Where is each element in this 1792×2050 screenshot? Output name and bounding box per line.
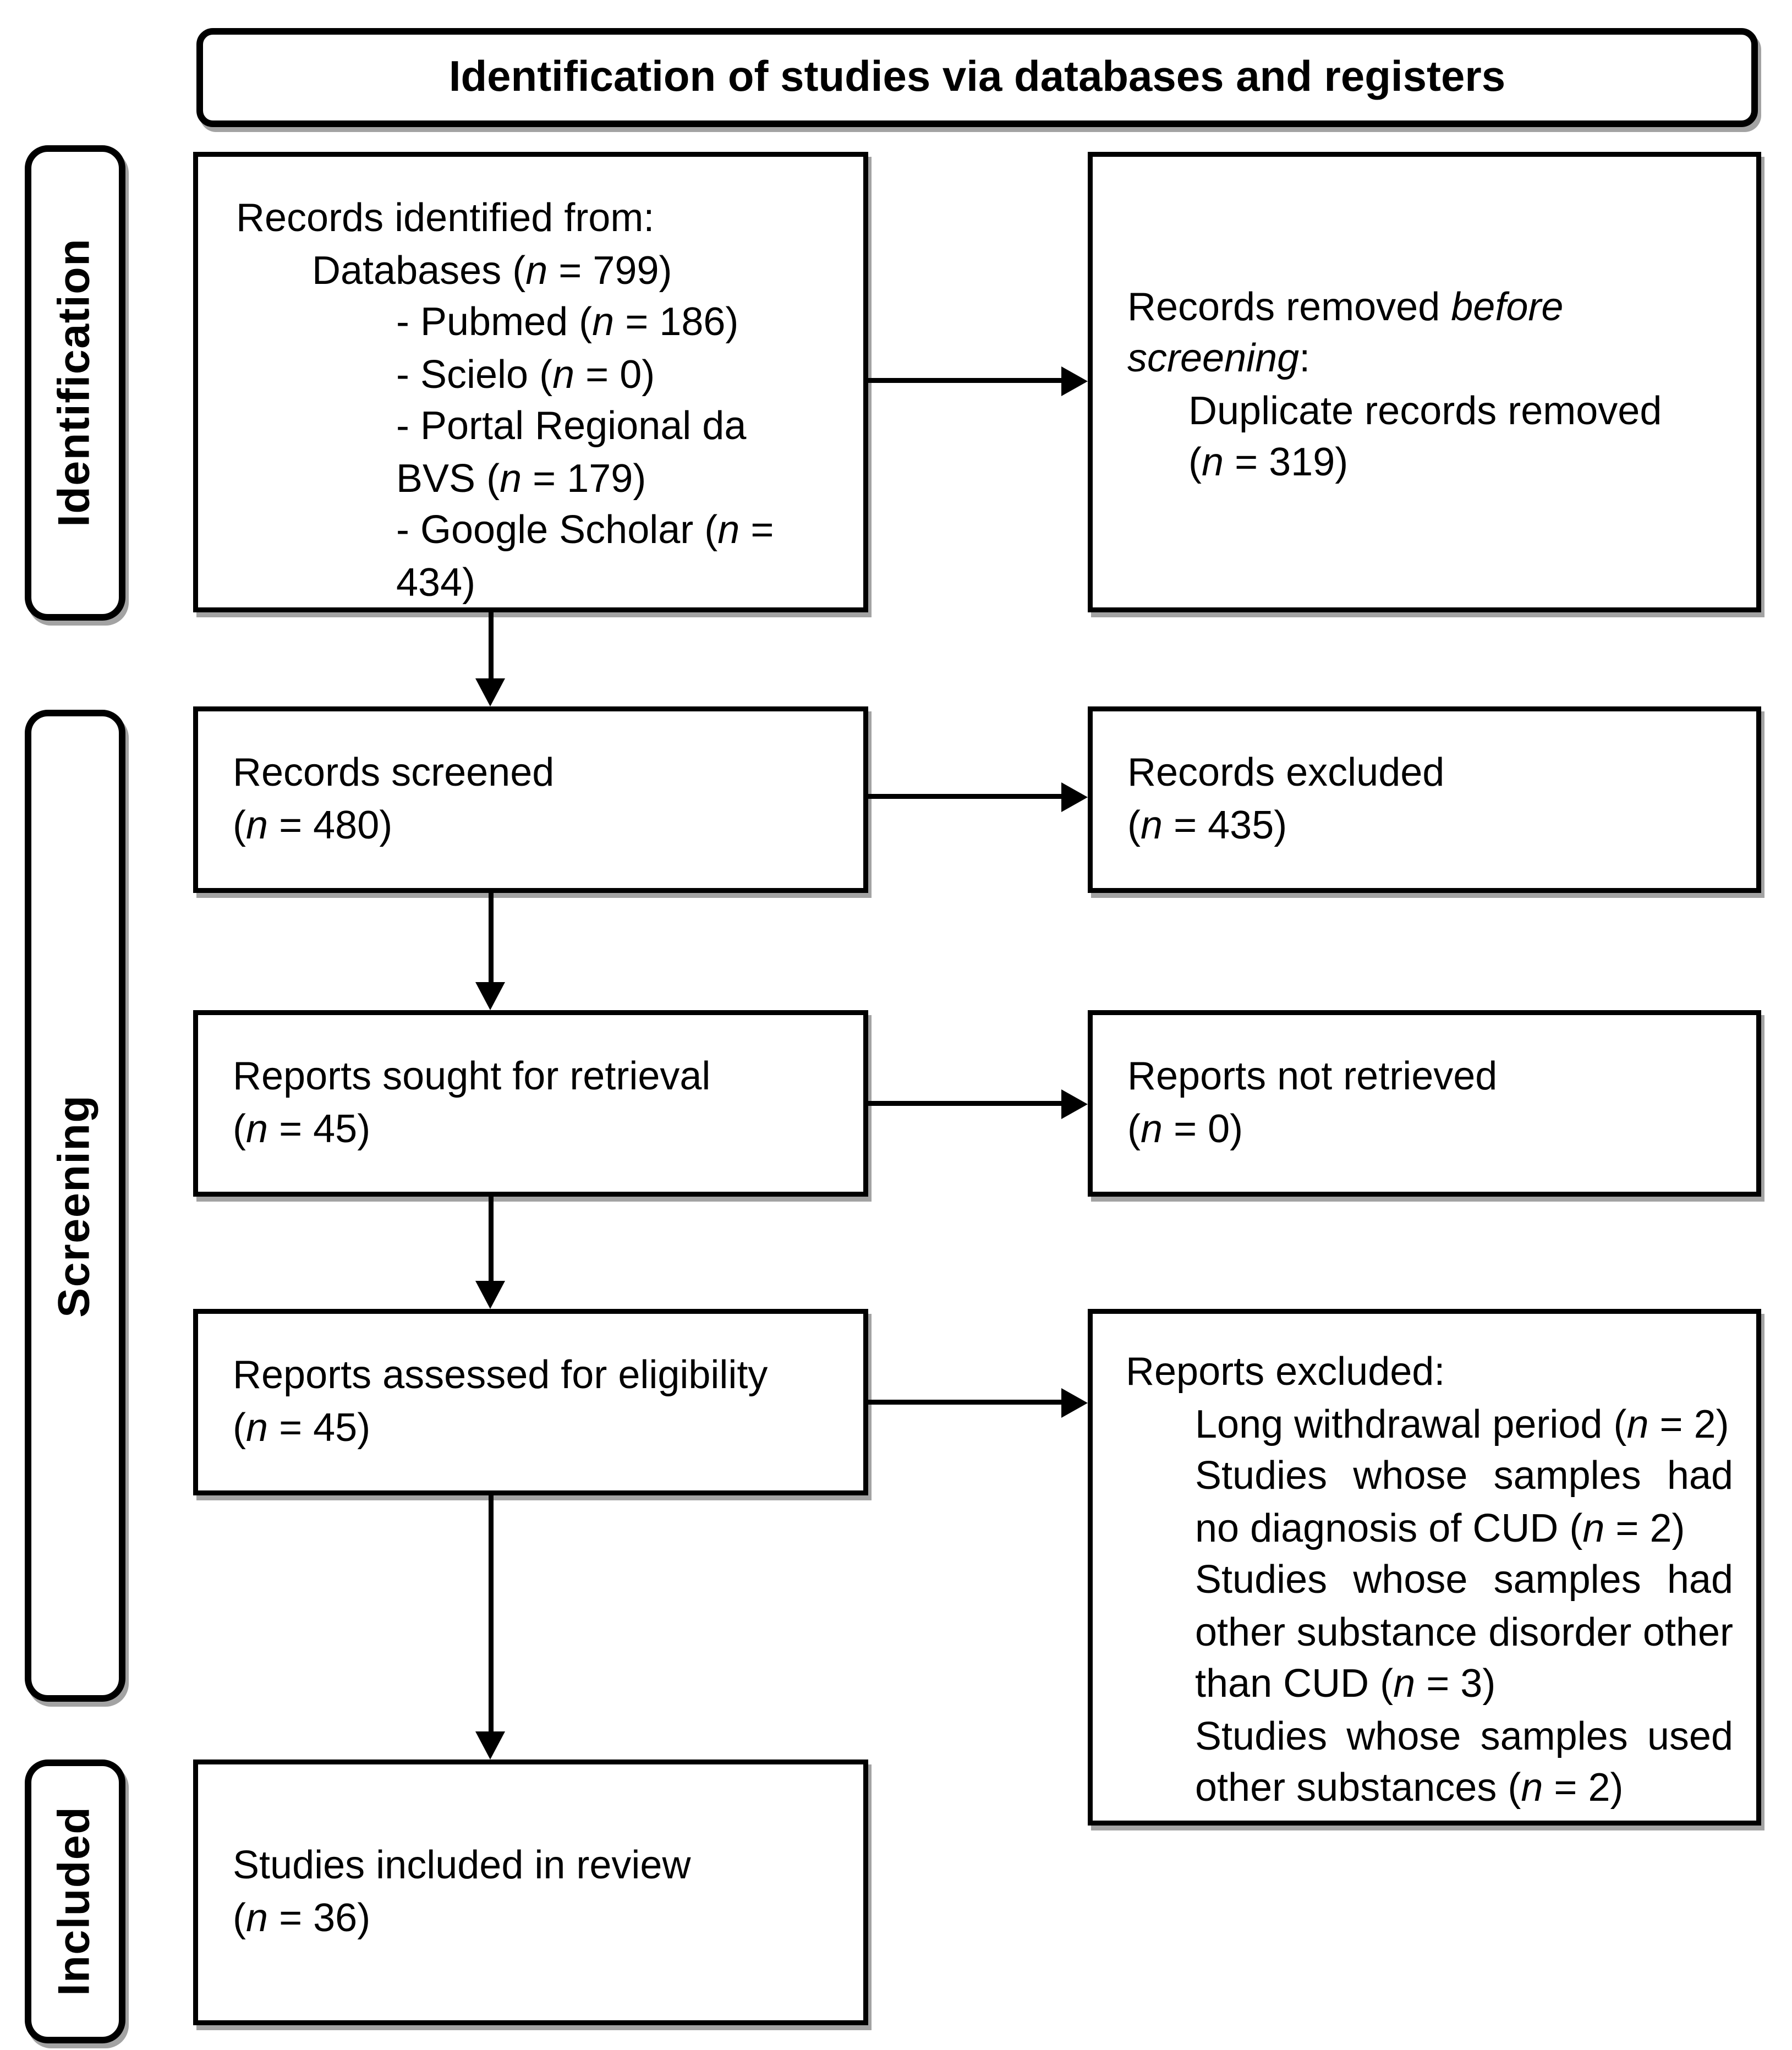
phase-label-screening: Screening xyxy=(49,1094,99,1318)
diagram-title: Identification of studies via databases … xyxy=(448,51,1506,101)
text-line: (n = 36) xyxy=(233,1895,371,1941)
box-reports-sought: Reports sought for retrieval (n = 45) xyxy=(193,1010,868,1197)
text-line: Records screened xyxy=(233,751,555,796)
text-line: - Pubmed (n = 186) xyxy=(396,300,739,345)
text-line: - Portal Regional da xyxy=(396,404,747,449)
text-line: - Scielo (n = 0) xyxy=(396,352,655,397)
arrowhead-right-icon xyxy=(1061,1388,1088,1418)
exclusion-reason: Studies whose samples had other substanc… xyxy=(1195,1558,1733,1707)
phase-box-screening: Screening xyxy=(25,710,125,1702)
text-line: Studies included in review xyxy=(233,1844,691,1888)
arrowhead-down-icon xyxy=(475,678,505,706)
box-records-identified: Records identified from: Databases (n = … xyxy=(193,152,868,612)
arrowhead-down-icon xyxy=(475,1731,505,1760)
text-line: Reports assessed for eligibility xyxy=(233,1353,768,1398)
exclusion-reason: Studies whose samples used other substan… xyxy=(1195,1714,1733,1811)
arrow-line xyxy=(867,378,1063,383)
text-line: screening: xyxy=(1127,337,1311,381)
phase-box-included: Included xyxy=(25,1760,125,2043)
text-line: Databases (n = 799) xyxy=(312,248,672,293)
box-records-screened: Records screened (n = 480) xyxy=(193,706,868,893)
arrowhead-right-icon xyxy=(1061,1089,1088,1119)
box-records-removed: Records removed before screening: Duplic… xyxy=(1088,152,1761,612)
reports-excluded-heading: Reports excluded: xyxy=(1126,1350,1445,1395)
arrow-line xyxy=(867,794,1063,799)
arrow-line xyxy=(489,1193,494,1282)
arrowhead-down-icon xyxy=(475,982,505,1010)
text-line: Records removed before xyxy=(1127,284,1564,330)
text-line: (n = 319) xyxy=(1188,441,1349,485)
phase-label-identification: Identification xyxy=(49,238,99,528)
phase-label-included: Included xyxy=(49,1806,99,1997)
box-reports-assessed: Reports assessed for eligibility (n = 45… xyxy=(193,1309,868,1495)
box-reports-not-retrieved: Reports not retrieved (n = 0) xyxy=(1088,1010,1761,1197)
text-line: (n = 45) xyxy=(233,1106,371,1152)
arrow-line xyxy=(489,1492,494,1733)
text-line: (n = 480) xyxy=(233,803,393,848)
text-line: - Google Scholar (n = xyxy=(396,508,774,553)
arrow-line xyxy=(867,1101,1063,1106)
text-line: (n = 45) xyxy=(233,1405,371,1450)
text-line: 434) xyxy=(396,560,476,605)
text-line: (n = 435) xyxy=(1127,803,1287,848)
text-line: Reports not retrieved xyxy=(1127,1055,1498,1099)
text-line: (n = 0) xyxy=(1127,1106,1243,1152)
arrow-line xyxy=(489,611,494,680)
arrowhead-right-icon xyxy=(1061,366,1088,396)
text-line: Records excluded xyxy=(1127,751,1445,796)
arrowhead-down-icon xyxy=(475,1281,505,1309)
exclusion-reason: Long withdrawal period (n = 2) xyxy=(1195,1402,1729,1447)
exclusion-reason: Studies whose samples had no diagnosis o… xyxy=(1195,1454,1733,1551)
box-studies-included: Studies included in review (n = 36) xyxy=(193,1760,868,2025)
text-line: Records identified from: xyxy=(236,196,655,241)
arrow-line xyxy=(489,890,494,984)
title-banner: Identification of studies via databases … xyxy=(196,28,1758,127)
text-line: Duplicate records removed xyxy=(1188,388,1662,434)
box-reports-excluded-reasons: Reports excluded: Long withdrawal period… xyxy=(1088,1309,1761,1826)
box-records-excluded: Records excluded (n = 435) xyxy=(1088,706,1761,893)
text-line: Reports sought for retrieval xyxy=(233,1055,711,1099)
arrow-line xyxy=(867,1400,1063,1405)
phase-box-identification: Identification xyxy=(25,145,125,621)
arrowhead-right-icon xyxy=(1061,782,1088,812)
text-line: BVS (n = 179) xyxy=(396,456,646,501)
